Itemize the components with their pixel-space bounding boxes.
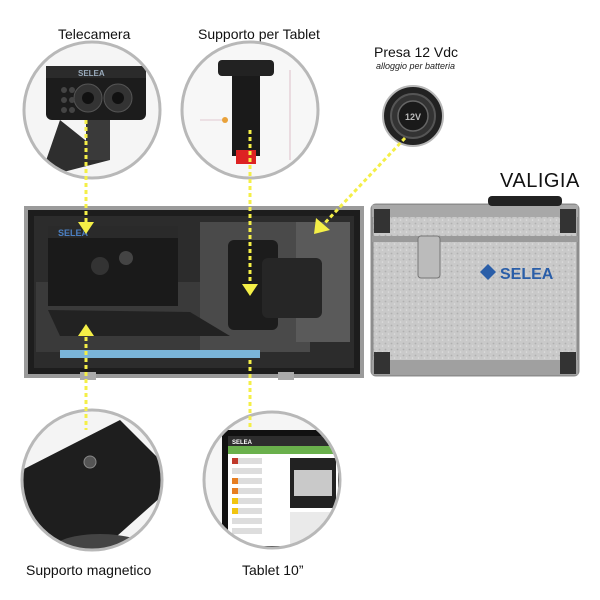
supporto-magnetico-label: Supporto magnetico: [26, 562, 152, 578]
closed-case-logo-text: SELEA: [500, 266, 554, 283]
socket-closeup: 12V: [382, 85, 444, 147]
svg-text:SELEA: SELEA: [232, 440, 253, 446]
tablet-closeup: SELEA: [202, 410, 342, 550]
camera-closeup: SELEA: [22, 40, 162, 180]
presa-label: Presa 12 Vdc: [374, 44, 459, 60]
pointer-arrowheads: [78, 218, 330, 336]
valigia-label: VALIGIA: [500, 170, 580, 192]
closed-case: SELEA: [370, 196, 580, 377]
tablet-holder-closeup: [180, 40, 320, 180]
open-case: SELEA: [24, 206, 364, 380]
pointer-lines: [84, 120, 407, 430]
supporto-tablet-label: Supporto per Tablet: [198, 26, 320, 42]
camera-logo-text: SELEA: [78, 69, 105, 78]
telecamera-label: Telecamera: [58, 26, 131, 42]
socket-12v-text: 12V: [405, 112, 421, 122]
presa-sub-label: alloggio per batteria: [376, 61, 456, 71]
tablet-label: Tablet 10”: [242, 562, 304, 578]
magnetic-support-closeup: [20, 408, 164, 552]
case-logo-text: SELEA: [58, 228, 89, 238]
